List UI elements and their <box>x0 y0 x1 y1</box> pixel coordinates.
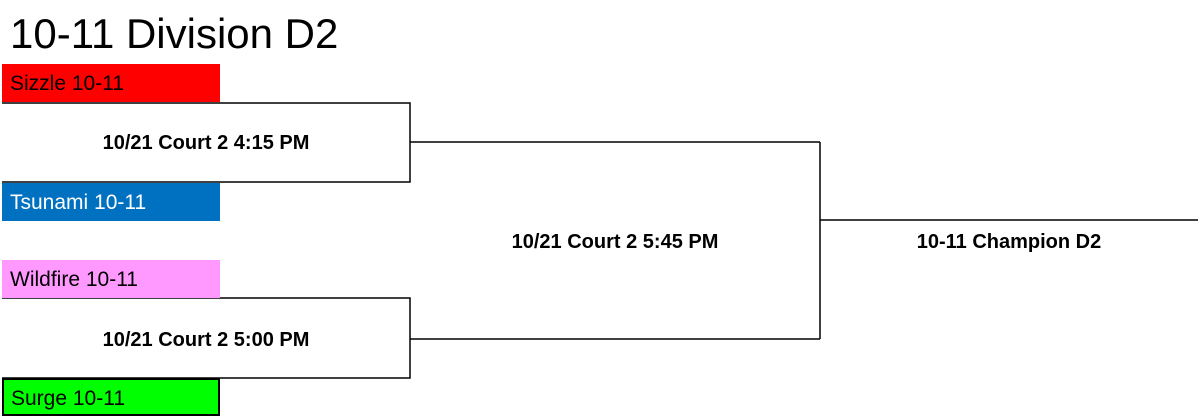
team-wildfire: Wildfire 10-11 <box>2 260 220 298</box>
team-sizzle: Sizzle 10-11 <box>2 64 220 102</box>
bracket-title: 10-11 Division D2 <box>10 10 339 57</box>
game-1-label: 10/21 Court 2 4:15 PM <box>102 132 310 154</box>
game-3-label: 10/21 Court 2 5:45 PM <box>511 231 719 253</box>
game-2-label: 10/21 Court 2 5:00 PM <box>102 329 310 351</box>
team-surge: Surge 10-11 <box>2 378 220 416</box>
champion-label: 10-11 Champion D2 <box>916 231 1102 253</box>
team-tsunami: Tsunami 10-11 <box>2 183 220 221</box>
